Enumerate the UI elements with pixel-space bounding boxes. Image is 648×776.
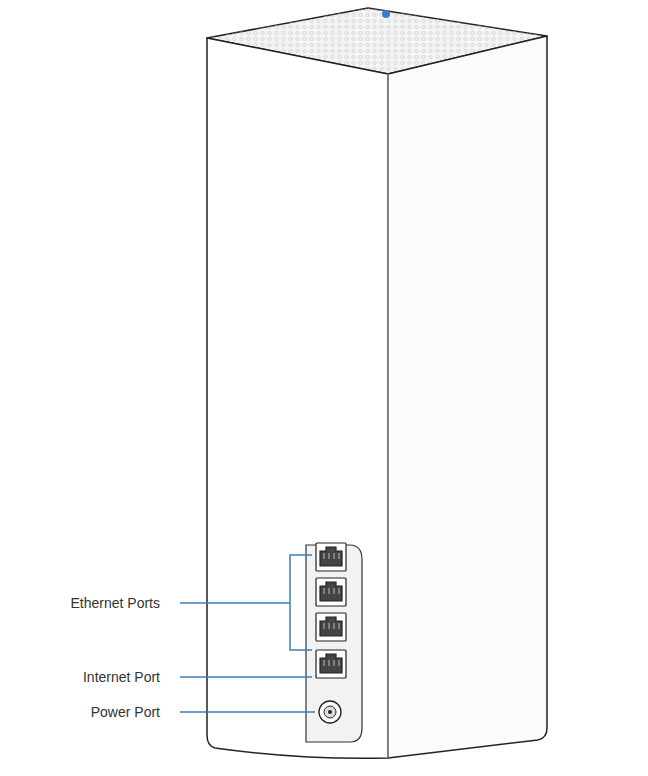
jack-pin — [329, 588, 330, 594]
leader-line — [180, 676, 312, 678]
jack-pin — [334, 553, 335, 559]
right-face — [388, 36, 547, 758]
port-group — [316, 543, 346, 678]
jack-pin — [329, 660, 330, 666]
jack-opening — [320, 617, 342, 636]
leader-lines — [180, 555, 315, 712]
ethernet-jack — [316, 650, 346, 678]
callout-label: Ethernet Ports — [71, 595, 161, 611]
ethernet-jack — [316, 613, 346, 641]
jack-pin — [324, 588, 325, 594]
jack-pin — [324, 660, 325, 666]
leader-line — [180, 602, 290, 604]
jack-opening — [320, 547, 342, 566]
jack-pin — [339, 623, 340, 629]
callout-label: Internet Port — [83, 669, 160, 685]
status-light — [382, 10, 390, 18]
leader-line — [180, 711, 315, 713]
jack-pin — [334, 588, 335, 594]
power-port-inner — [324, 706, 336, 718]
bracket — [290, 555, 312, 650]
jack-pin — [339, 588, 340, 594]
ethernet-jack — [316, 543, 346, 571]
left-face — [207, 38, 388, 758]
jack-opening — [320, 654, 342, 673]
power-port-pin — [328, 710, 332, 714]
front-edge — [387, 74, 388, 758]
callout-label: Power Port — [91, 704, 160, 720]
jack-pin — [339, 553, 340, 559]
jack-pin — [324, 553, 325, 559]
power-port-symbol — [319, 701, 341, 723]
jack-pin — [324, 623, 325, 629]
jack-pin — [339, 660, 340, 666]
ethernet-jack — [316, 578, 346, 606]
jack-opening — [320, 582, 342, 601]
jack-pin — [334, 660, 335, 666]
jack-pin — [329, 623, 330, 629]
jack-pin — [334, 623, 335, 629]
jack-pin — [329, 553, 330, 559]
